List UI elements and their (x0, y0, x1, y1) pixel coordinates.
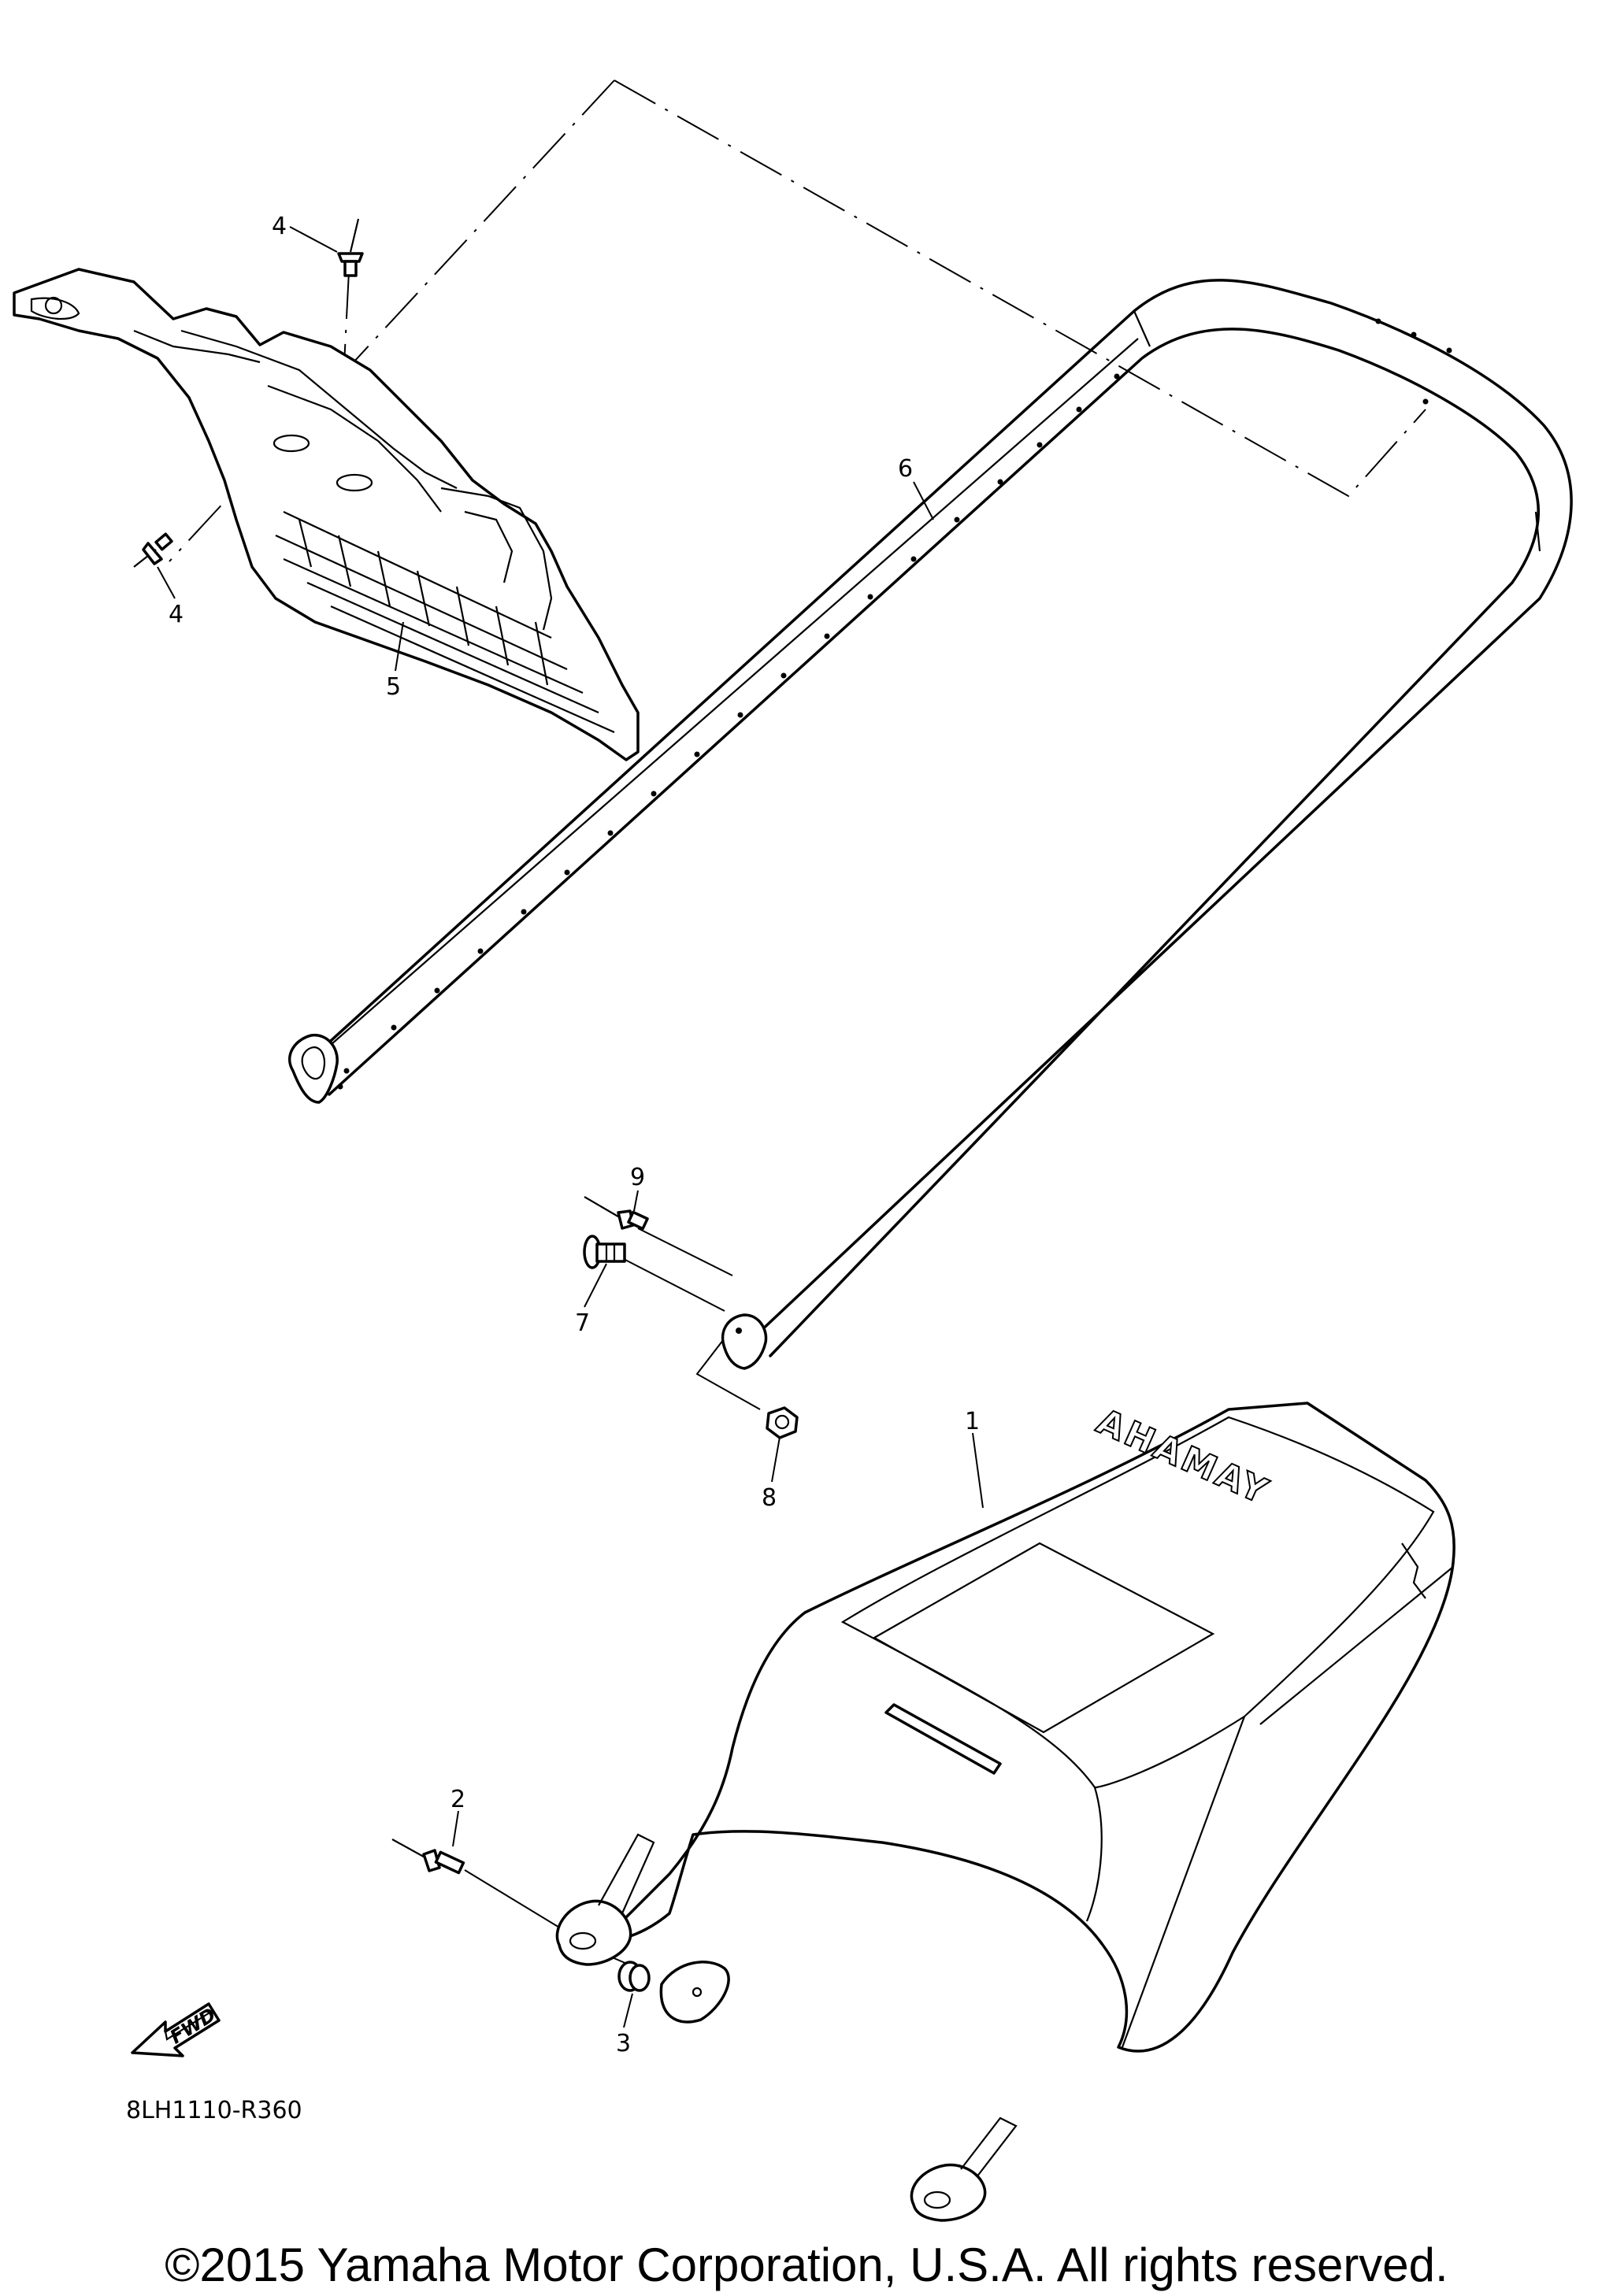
callout-4-bottom: 4 (169, 601, 184, 628)
rear-flap-part (13, 268, 640, 761)
rear-rail-part (288, 279, 1573, 1370)
rivet-part-9 (584, 1196, 649, 1231)
copyright-notice: ©2015 Yamaha Motor Corporation, U.S.A. A… (165, 2239, 1448, 2291)
nut-part-8 (766, 1406, 799, 1439)
grommet-part-3 (617, 1961, 730, 2024)
callout-8: 8 (762, 1484, 777, 1512)
rivet-part-2 (391, 1839, 465, 1875)
fwd-label: FWD (166, 2003, 220, 2048)
rivet-top (337, 218, 364, 277)
callout-7: 7 (575, 1309, 590, 1337)
fwd-arrow-icon: FWD (131, 2002, 221, 2057)
callout-2: 2 (451, 1786, 465, 1813)
diagram-code: 8LH1110-R360 (126, 2097, 302, 2124)
callout-4-top: 4 (272, 213, 287, 240)
callout-3: 3 (616, 2030, 631, 2057)
callout-1: 1 (965, 1408, 980, 1435)
rivet-left (133, 532, 173, 568)
callout-9: 9 (630, 1164, 645, 1191)
screw-part-7 (583, 1235, 626, 1269)
callout-6: 6 (898, 455, 913, 483)
seat-part: YAMAHA (555, 1399, 1455, 2222)
callout-5: 5 (386, 673, 401, 701)
callouts: 1 2 3 4 4 5 6 7 8 9 (157, 213, 984, 2057)
